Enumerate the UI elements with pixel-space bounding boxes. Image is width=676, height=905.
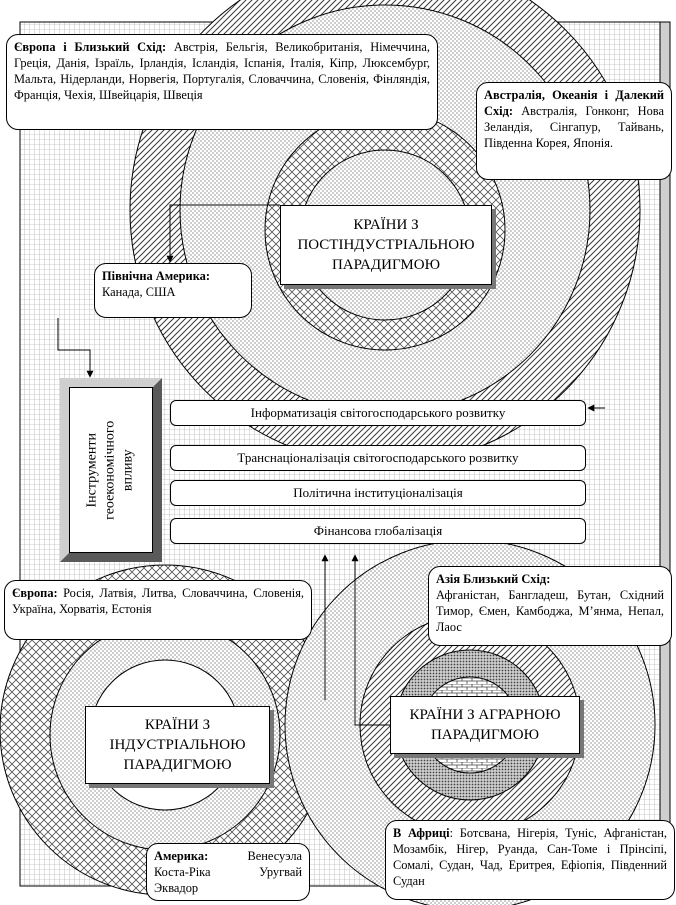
region-australia-far-east-label: Австралія, Океанія і Далекий Схід: (484, 88, 664, 119)
region-north-america: Північна Америка: Канада, США (94, 263, 252, 318)
instrument-bar-informatization: Інформатизація світогосподарського розви… (170, 400, 586, 426)
region-north-america-label: Північна Америка: (102, 269, 210, 283)
instruments-title-line-3: впливу (121, 449, 137, 491)
region-america-countries: Венесуэла Коста-Ріка Уругвай Эквадор (154, 849, 302, 896)
region-asia-near-east: Азія Близький Схід: Афганістан, Бангладе… (428, 566, 672, 646)
region-america-label: Америка: (154, 849, 209, 863)
region-asia-near-east-label: Азія Близький Схід: (436, 572, 551, 586)
agrarian-title: КРАЇНИ З АГРАРНОЮ ПАРАДИГМОЮ (390, 696, 580, 754)
instruments-title-line-1: Інструменти (84, 432, 100, 508)
region-europe-middle-east-countries: Австрія, Бельгія, Великобританія, Німечч… (14, 40, 430, 103)
postindustrial-title-line-1: КРАЇНИ З (353, 216, 419, 233)
postindustrial-title: КРАЇНИ З ПОСТІНДУСТРІАЛЬНОЮ ПАРАДИГМОЮ (280, 205, 492, 285)
region-europe-label: Європа: (12, 586, 58, 600)
postindustrial-title-line-2: ПОСТІНДУСТРІАЛЬНОЮ (297, 236, 475, 253)
region-north-america-countries: Канада, США (102, 285, 176, 300)
instruments-box: Інструменти геоекономічного впливу (60, 378, 162, 562)
region-australia-far-east: Австралія, Океанія і Далекий Схід: Австр… (476, 82, 672, 180)
region-europe: Європа: Росія, Латвія, Литва, Словаччина… (4, 580, 312, 640)
region-africa: В Африці: Ботсвана, Нігерія, Туніс, Афга… (385, 820, 675, 900)
instruments-title-line-2: геоекономічного (102, 420, 118, 520)
instrument-bar-transnationalization: Транснаціоналізація світогосподарського … (170, 445, 586, 471)
region-europe-middle-east-label: Європа і Близький Схід: (14, 40, 167, 54)
agrarian-title-line-2: ПАРАДИГМОЮ (430, 727, 540, 743)
industrial-title-line-3: ПАРАДИГМОЮ (123, 757, 232, 774)
industrial-title: КРАЇНИ З ІНДУСТРІАЛЬНОЮ ПАРАДИГМОЮ (85, 706, 270, 784)
region-africa-label: В Африці (393, 826, 450, 840)
region-europe-middle-east: Європа і Близький Схід: Австрія, Бельгія… (6, 34, 438, 130)
instrument-bar-political-institutionalization: Політична інституціоналізація (170, 480, 586, 506)
industrial-title-line-2: ІНДУСТРІАЛЬНОЮ (109, 736, 246, 753)
instruments-title: Інструменти геоекономічного впливу (84, 420, 139, 519)
instrument-bar-financial-globalization: Фінансова глобалізація (170, 518, 586, 544)
postindustrial-title-line-3: ПАРАДИГМОЮ (331, 257, 441, 274)
agrarian-title-line-1: КРАЇНИ З АГРАРНОЮ (409, 706, 561, 723)
region-africa-countries: : Ботсвана, Нігерія, Туніс, Афганістан, … (393, 826, 667, 889)
region-europe-countries: Росія, Латвія, Литва, Словаччина, Словен… (12, 586, 304, 617)
region-america: Америка: Венесуэла Коста-Ріка Уругвай Эк… (146, 843, 310, 901)
connectors (57, 204, 605, 726)
industrial-title-line-1: КРАЇНИ З (144, 716, 211, 733)
region-australia-far-east-countries: Австралія, Гонконг, Нова Зеландія, Сінга… (484, 104, 664, 151)
region-asia-near-east-countries: Афганістан, Бангладеш, Бутан, Східний Ти… (436, 588, 664, 635)
